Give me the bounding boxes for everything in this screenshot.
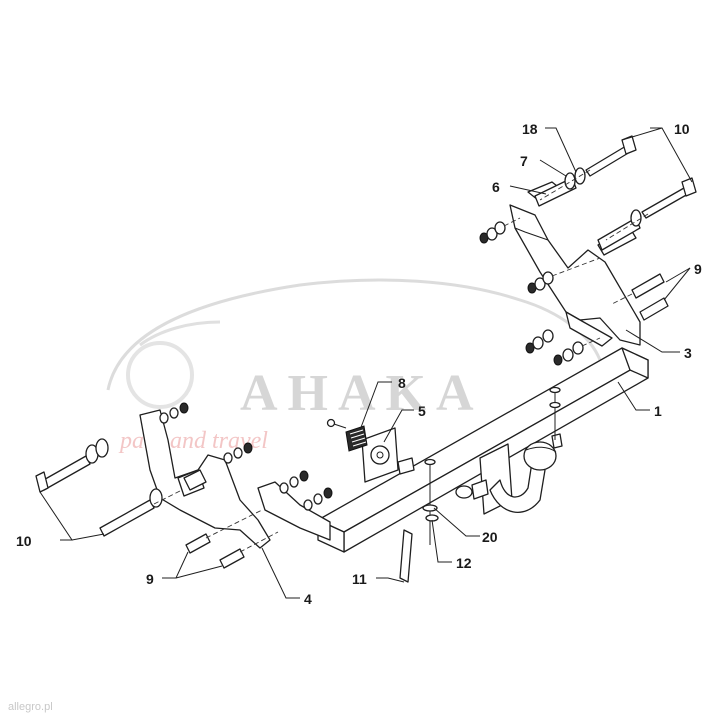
callout-6: 6: [492, 179, 500, 195]
callout-18: 18: [522, 121, 538, 137]
part-10-bolt-left-lower: [99, 499, 155, 537]
part-7-washer: [564, 172, 576, 190]
part-8-spring: [326, 418, 368, 452]
part-9-bolt-left-upper: [185, 533, 211, 554]
callout-8: 8: [398, 375, 406, 391]
part-10-bolt-upper: [585, 145, 631, 177]
callout-10-top: 10: [674, 121, 690, 137]
part-9-bolt-left-lower: [219, 548, 245, 569]
callout-3: 3: [684, 345, 692, 361]
part-9-bolt-right-lower: [639, 297, 669, 321]
callout-9-right: 9: [694, 261, 702, 277]
top-right-fasteners: [534, 135, 697, 251]
callout-10-left: 10: [16, 533, 32, 549]
part-10-bolt-lower: [641, 187, 689, 219]
leader-lines: [39, 127, 693, 599]
tow-ball-icon: [523, 441, 557, 471]
callout-1: 1: [654, 403, 662, 419]
part-3-right-bracket: [509, 181, 641, 347]
callout-7: 7: [520, 153, 528, 169]
callout-labels: 18 10 7 6 9 3 1 8 5 10 9 4 11 12 20: [16, 121, 702, 607]
part-9-bolt-right-upper: [631, 273, 665, 299]
right-side-nuts: [479, 217, 669, 366]
part-5-socket-plate: [361, 427, 415, 483]
callout-12: 12: [456, 555, 472, 571]
callout-20: 20: [482, 529, 498, 545]
callout-5: 5: [418, 403, 426, 419]
watermark-wheel-icon: [126, 341, 194, 409]
footer-marketplace: allegro.pl: [8, 701, 53, 713]
callout-4: 4: [304, 591, 312, 607]
watermark: AHAKA park and travel: [106, 278, 602, 454]
towball-assembly: [455, 433, 563, 515]
callout-11: 11: [352, 571, 367, 587]
watermark-brand: AHAKA: [240, 365, 484, 422]
callout-9-left: 9: [146, 571, 154, 587]
left-side-fasteners: [35, 402, 333, 569]
